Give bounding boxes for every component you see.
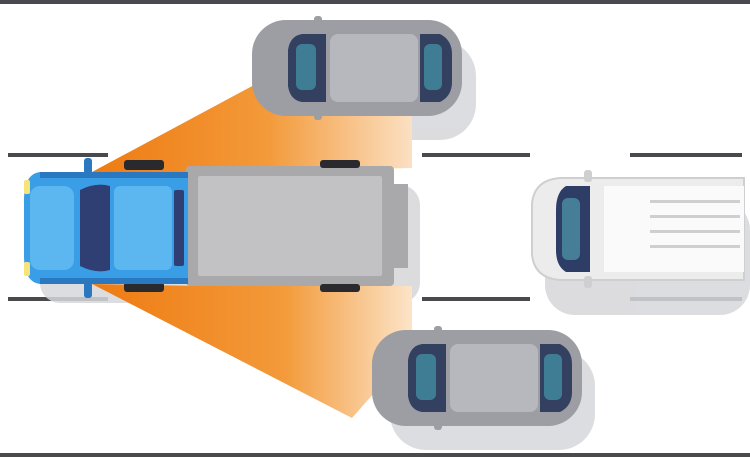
truck-side-trim	[40, 172, 188, 178]
car-rear-glass-tint	[416, 354, 436, 400]
van-mirror	[584, 170, 592, 182]
truck-hood-highlight	[30, 186, 74, 270]
truck-windshield	[80, 184, 110, 272]
sedan-icon	[252, 16, 462, 120]
van-roof-rib	[650, 245, 740, 248]
wheel	[320, 284, 360, 292]
truck-mirror	[84, 158, 92, 174]
road-edge-top	[0, 0, 750, 4]
van-roof	[604, 186, 744, 272]
car-mirror	[314, 16, 322, 26]
van-mirror	[584, 276, 592, 288]
truck-mirror	[84, 282, 92, 298]
car-rear-glass-tint	[296, 44, 316, 90]
car-roof	[330, 34, 418, 102]
car-mirror	[434, 326, 442, 336]
headlight	[24, 262, 30, 276]
van-roof-rib	[650, 230, 740, 233]
headlight	[24, 180, 30, 194]
truck-rear-window	[174, 190, 184, 266]
car-roof	[450, 344, 538, 412]
lane-dash	[630, 153, 742, 157]
car-windshield-tint	[424, 44, 442, 90]
lane-dash	[422, 297, 530, 301]
truck-side-trim	[40, 278, 188, 284]
truck-roof	[114, 186, 172, 270]
van-windshield-tint	[562, 198, 580, 260]
road-edge-bottom	[0, 453, 750, 457]
sedan-icon	[372, 326, 582, 430]
van-roof-rib	[650, 215, 740, 218]
wheel	[124, 160, 164, 170]
blind-spot-zone-bottom	[92, 284, 412, 418]
truck-tailgate	[388, 184, 408, 268]
van-icon	[531, 170, 745, 288]
truck-bed-inner	[198, 176, 382, 276]
car-mirror	[434, 420, 442, 430]
lane-dash	[8, 153, 108, 157]
van-roof-rib	[650, 200, 740, 203]
pickup-truck-icon	[24, 158, 408, 298]
wheel	[320, 160, 360, 168]
lane-dash	[422, 153, 530, 157]
car-windshield-tint	[544, 354, 562, 400]
car-mirror	[314, 110, 322, 120]
wheel	[124, 282, 164, 292]
